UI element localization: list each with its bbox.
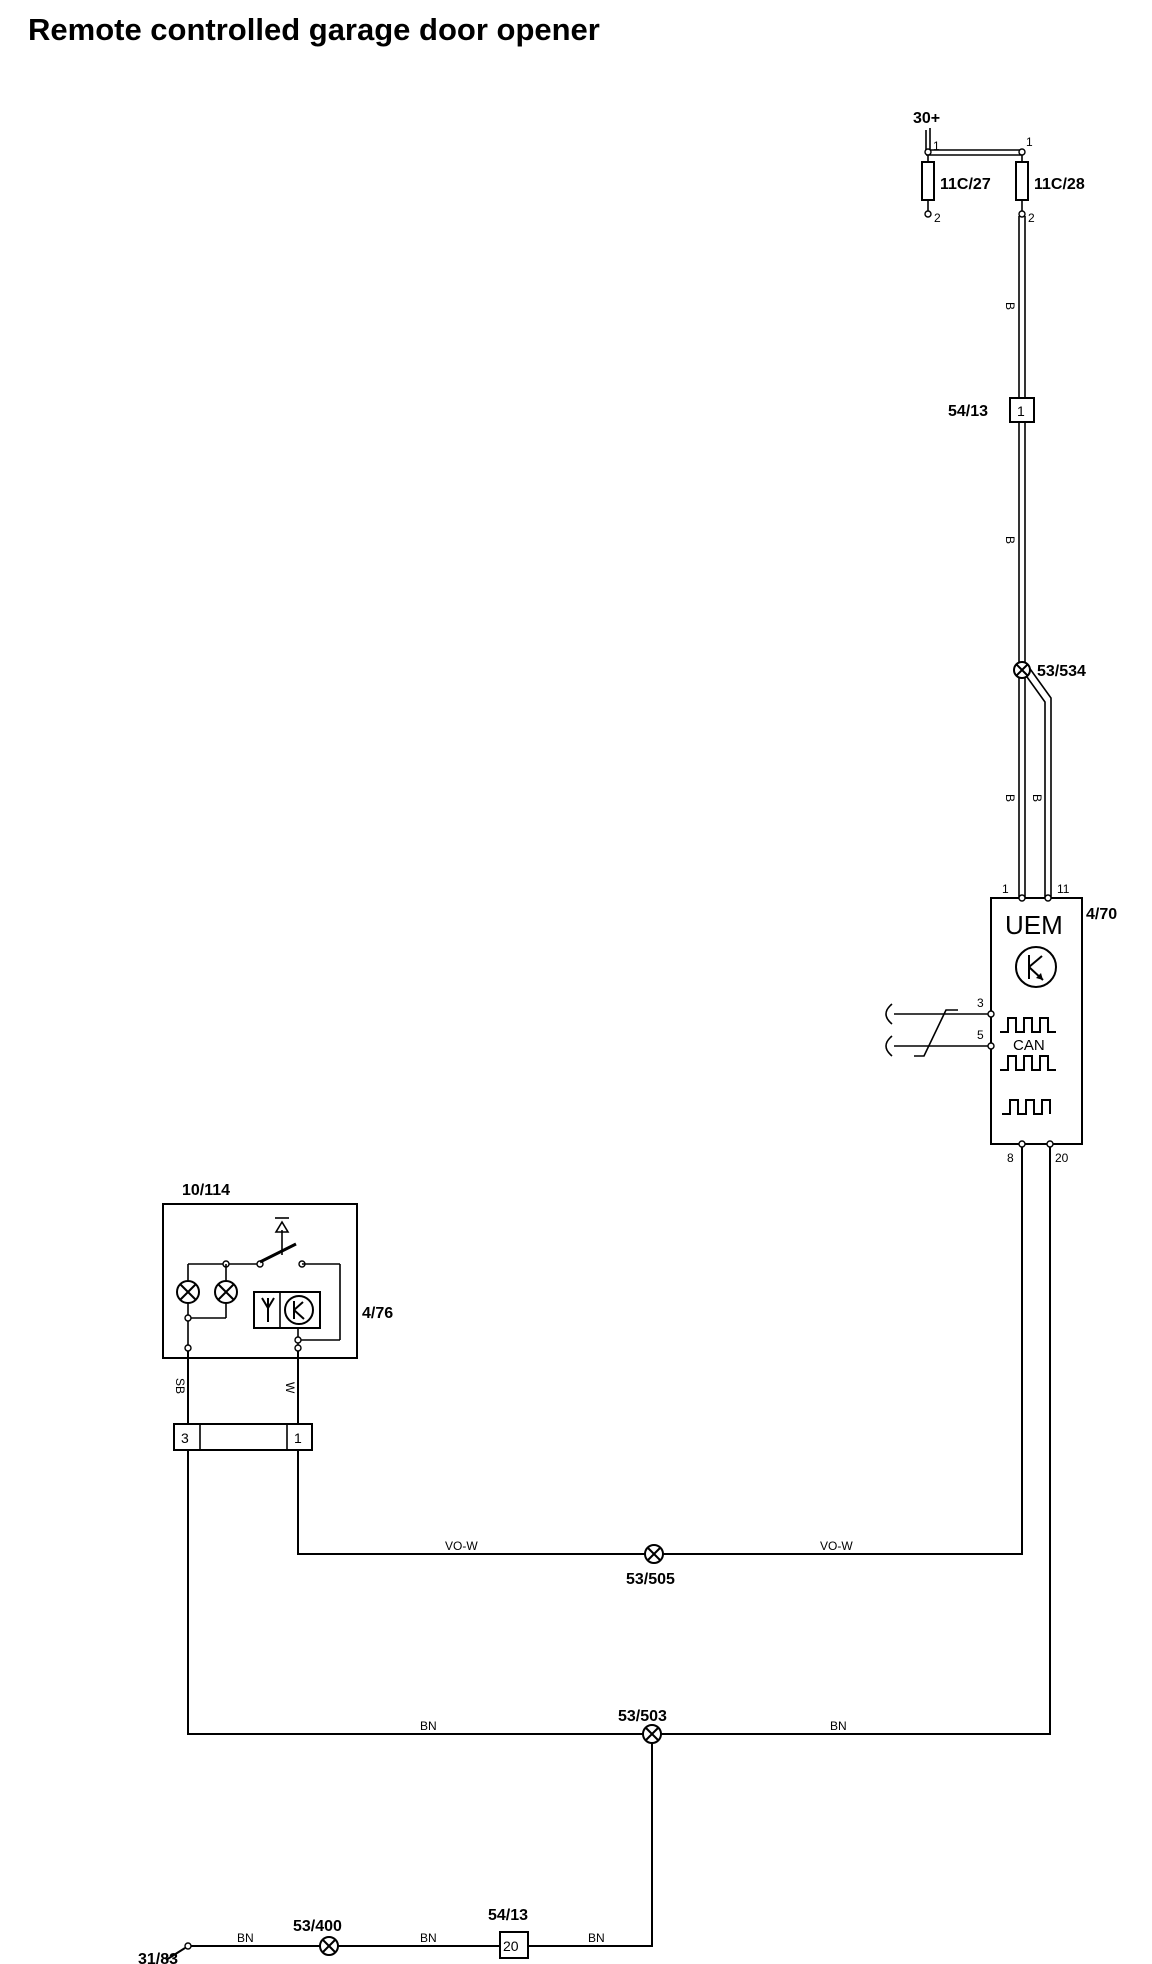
opener-id-label: 10/114 [182,1182,230,1199]
pulse-signal-icon-2 [1000,1055,1056,1071]
wire-color-supply-3: B [1003,794,1017,802]
opener-lamp-wiring [184,1303,227,1348]
garage-opener-unit [162,1203,358,1359]
splice-53-503 [642,1724,662,1744]
opener-internal-circuit [187,1217,341,1340]
supply-terminal-label: 30+ [913,110,940,127]
wire-color-branch: B [1030,794,1044,802]
splice-53-534-label: 53/534 [1037,663,1086,680]
wire-color-signal-left: VO-W [445,1539,478,1553]
connector-54-13-upper [1009,397,1035,423]
wire-color-opener-right: W [283,1382,297,1394]
wire-color-signal-right: VO-W [820,1539,853,1553]
fuse-11c-27-pin-top: 1 [933,139,940,153]
can-bus-wires [885,1003,991,1057]
wire-color-opener-left: SB [173,1378,187,1394]
wire-color-ground-right: BN [830,1719,847,1733]
uem-pin-5: 5 [977,1028,984,1042]
pulse-signal-icon-3 [1002,1099,1051,1115]
opener-connector [173,1423,313,1451]
ground-symbol-icon [165,1942,192,1961]
connector-54-13-upper-pin: 1 [1017,403,1025,419]
uem-pin-1: 1 [1002,882,1009,896]
connector-54-13-lower-pin: 20 [503,1938,519,1954]
fuse-11c-28-pin-bottom: 2 [1028,211,1035,225]
wire-color-supply-1: B [1003,302,1017,310]
wire-color-ground-lower-3: BN [237,1931,254,1945]
ground-wire-bn-main [187,1147,1051,1735]
fuse-11c-28-pin-top: 1 [1026,135,1033,149]
opener-connector-pin-3: 3 [181,1430,189,1446]
fuse-11c-28 [1015,148,1029,218]
supply-bus [925,128,1022,156]
uem-module [990,897,1083,1145]
uem-id-label: 4/70 [1086,906,1117,923]
lamp-icon-1 [176,1280,200,1304]
splice-53-505-label: 53/505 [626,1571,675,1588]
connector-54-13-upper-label: 54/13 [948,403,988,420]
wire-color-supply-2: B [1003,536,1017,544]
opener-receiver-box [253,1291,321,1329]
antenna-icon [261,1292,281,1328]
uem-pin-3: 3 [977,996,984,1010]
uem-pin-11: 11 [1057,882,1070,896]
pulse-signal-icon-1 [1000,1017,1056,1033]
wire-color-ground-left: BN [420,1719,437,1733]
opener-connector-pin-1: 1 [294,1430,302,1446]
fuse-11c-27-label: 11C/27 [940,176,991,193]
fuse-11c-27 [921,148,935,218]
splice-53-503-label: 53/503 [618,1708,667,1725]
ground-label: 31/83 [138,1951,178,1964]
page-title: Remote controlled garage door opener [28,12,600,47]
ground-wire-bn-down [536,1743,653,1947]
fuse-11c-28-label: 11C/28 [1034,176,1085,193]
branch-wire-pin-11 [1021,665,1052,897]
splice-53-400-label: 53/400 [293,1918,342,1935]
splice-53-505 [644,1544,664,1564]
supply-wire-main [1018,216,1026,897]
wire-color-ground-lower-1: BN [588,1931,605,1945]
transistor-icon [1015,946,1057,988]
uem-pin-20: 20 [1055,1151,1069,1165]
splice-53-534 [1013,661,1031,679]
uem-pin-8: 8 [1007,1151,1014,1165]
opener-sub-id-label: 4/76 [362,1305,393,1322]
signal-wire-vo-w [297,1147,1023,1555]
fuse-11c-27-pin-bottom: 2 [934,211,941,225]
connector-54-13-lower-label: 54/13 [488,1907,528,1924]
opener-transistor-icon [284,1295,314,1325]
splice-53-400 [319,1936,339,1956]
lamp-icon-2 [214,1280,238,1304]
wire-color-ground-lower-2: BN [420,1931,437,1945]
uem-name: UEM [1005,910,1063,940]
uem-can-label: CAN [1013,1037,1045,1054]
